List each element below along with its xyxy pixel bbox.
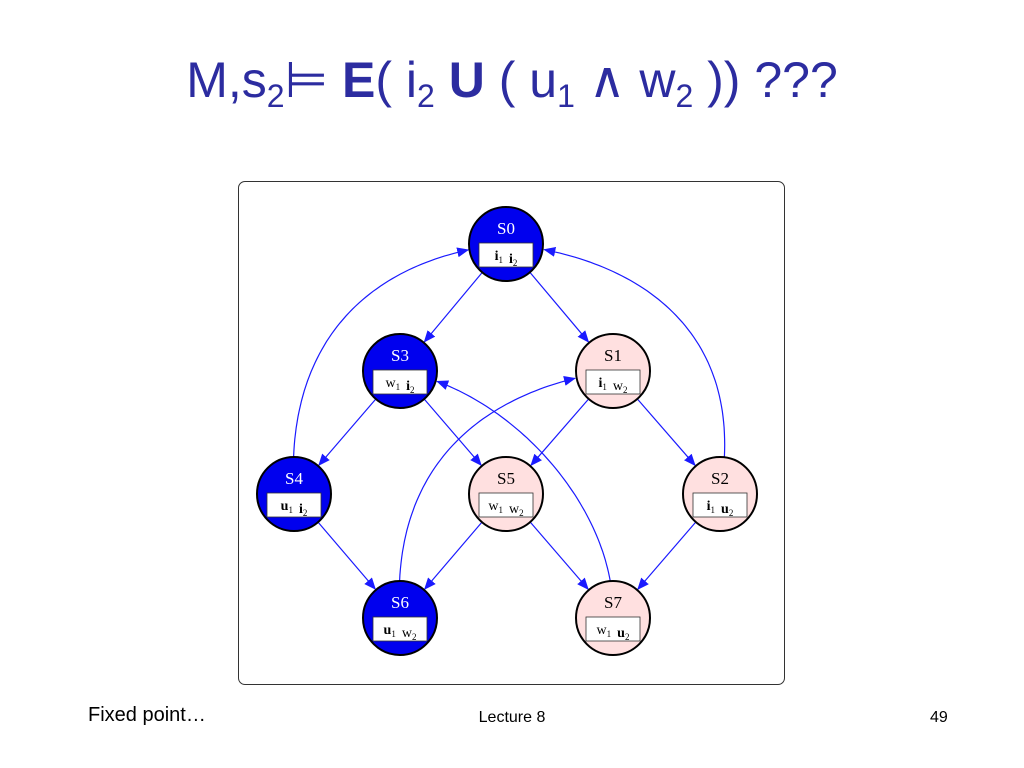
title-and-w: ∧ w: [588, 52, 676, 108]
state-name: S2: [711, 469, 729, 488]
title-w-subscript: 2: [675, 78, 694, 114]
state-label-box: [478, 492, 534, 518]
state-name: S4: [285, 469, 303, 488]
state-name: S1: [604, 346, 622, 365]
edge-s5-to-s7: [529, 521, 589, 590]
state-label-box: [585, 369, 641, 395]
title-open-paren-u: ( u: [498, 52, 558, 108]
edge-s6-to-s1: [399, 376, 576, 582]
state-label-box: [372, 616, 428, 642]
state-label-box: [692, 492, 748, 518]
footer-lecture: Lecture 8: [478, 709, 546, 726]
edge-s1-to-s5: [530, 398, 590, 467]
slide-title: M,s2⊨ E( i2 U ( u1 ∧ w2 )) ???: [0, 50, 1024, 112]
title-E-operator: E: [342, 52, 376, 108]
state-name: S6: [391, 593, 409, 612]
edge-s3-to-s4: [318, 398, 377, 466]
state-label-box: [585, 616, 641, 642]
page-number: 49: [930, 709, 948, 726]
state-name: S3: [391, 346, 409, 365]
title-s-subscript: 2: [266, 78, 285, 114]
models-symbol: ⊨: [284, 52, 329, 108]
state-name: S5: [497, 469, 515, 488]
edge-s0-to-s1: [529, 271, 590, 343]
state-name: S0: [497, 219, 515, 238]
edge-s2-to-s0: [543, 246, 726, 457]
edge-s3-to-s5: [423, 398, 482, 466]
edge-s0-to-s3: [423, 272, 483, 343]
state-label-box: [478, 242, 534, 268]
title-U-operator: U: [448, 52, 485, 108]
edge-s2-to-s7: [637, 521, 697, 590]
state-name: S7: [604, 593, 622, 612]
title-open-paren-i: ( i: [375, 52, 418, 108]
edge-s4-to-s6: [317, 521, 376, 590]
edge-s1-to-s2: [636, 398, 696, 467]
title-u-subscript: 1: [557, 78, 575, 114]
edge-s4-to-s0: [293, 247, 470, 457]
title-prefix: M,s: [186, 52, 267, 108]
title-i-subscript: 2: [417, 78, 435, 114]
state-label-box: [266, 492, 322, 518]
edge-s5-to-s6: [424, 521, 483, 590]
footer-note: Fixed point…: [88, 704, 206, 726]
title-close: )) ???: [707, 52, 838, 108]
state-label-box: [372, 369, 428, 395]
edge-s7-to-s3: [436, 380, 611, 581]
